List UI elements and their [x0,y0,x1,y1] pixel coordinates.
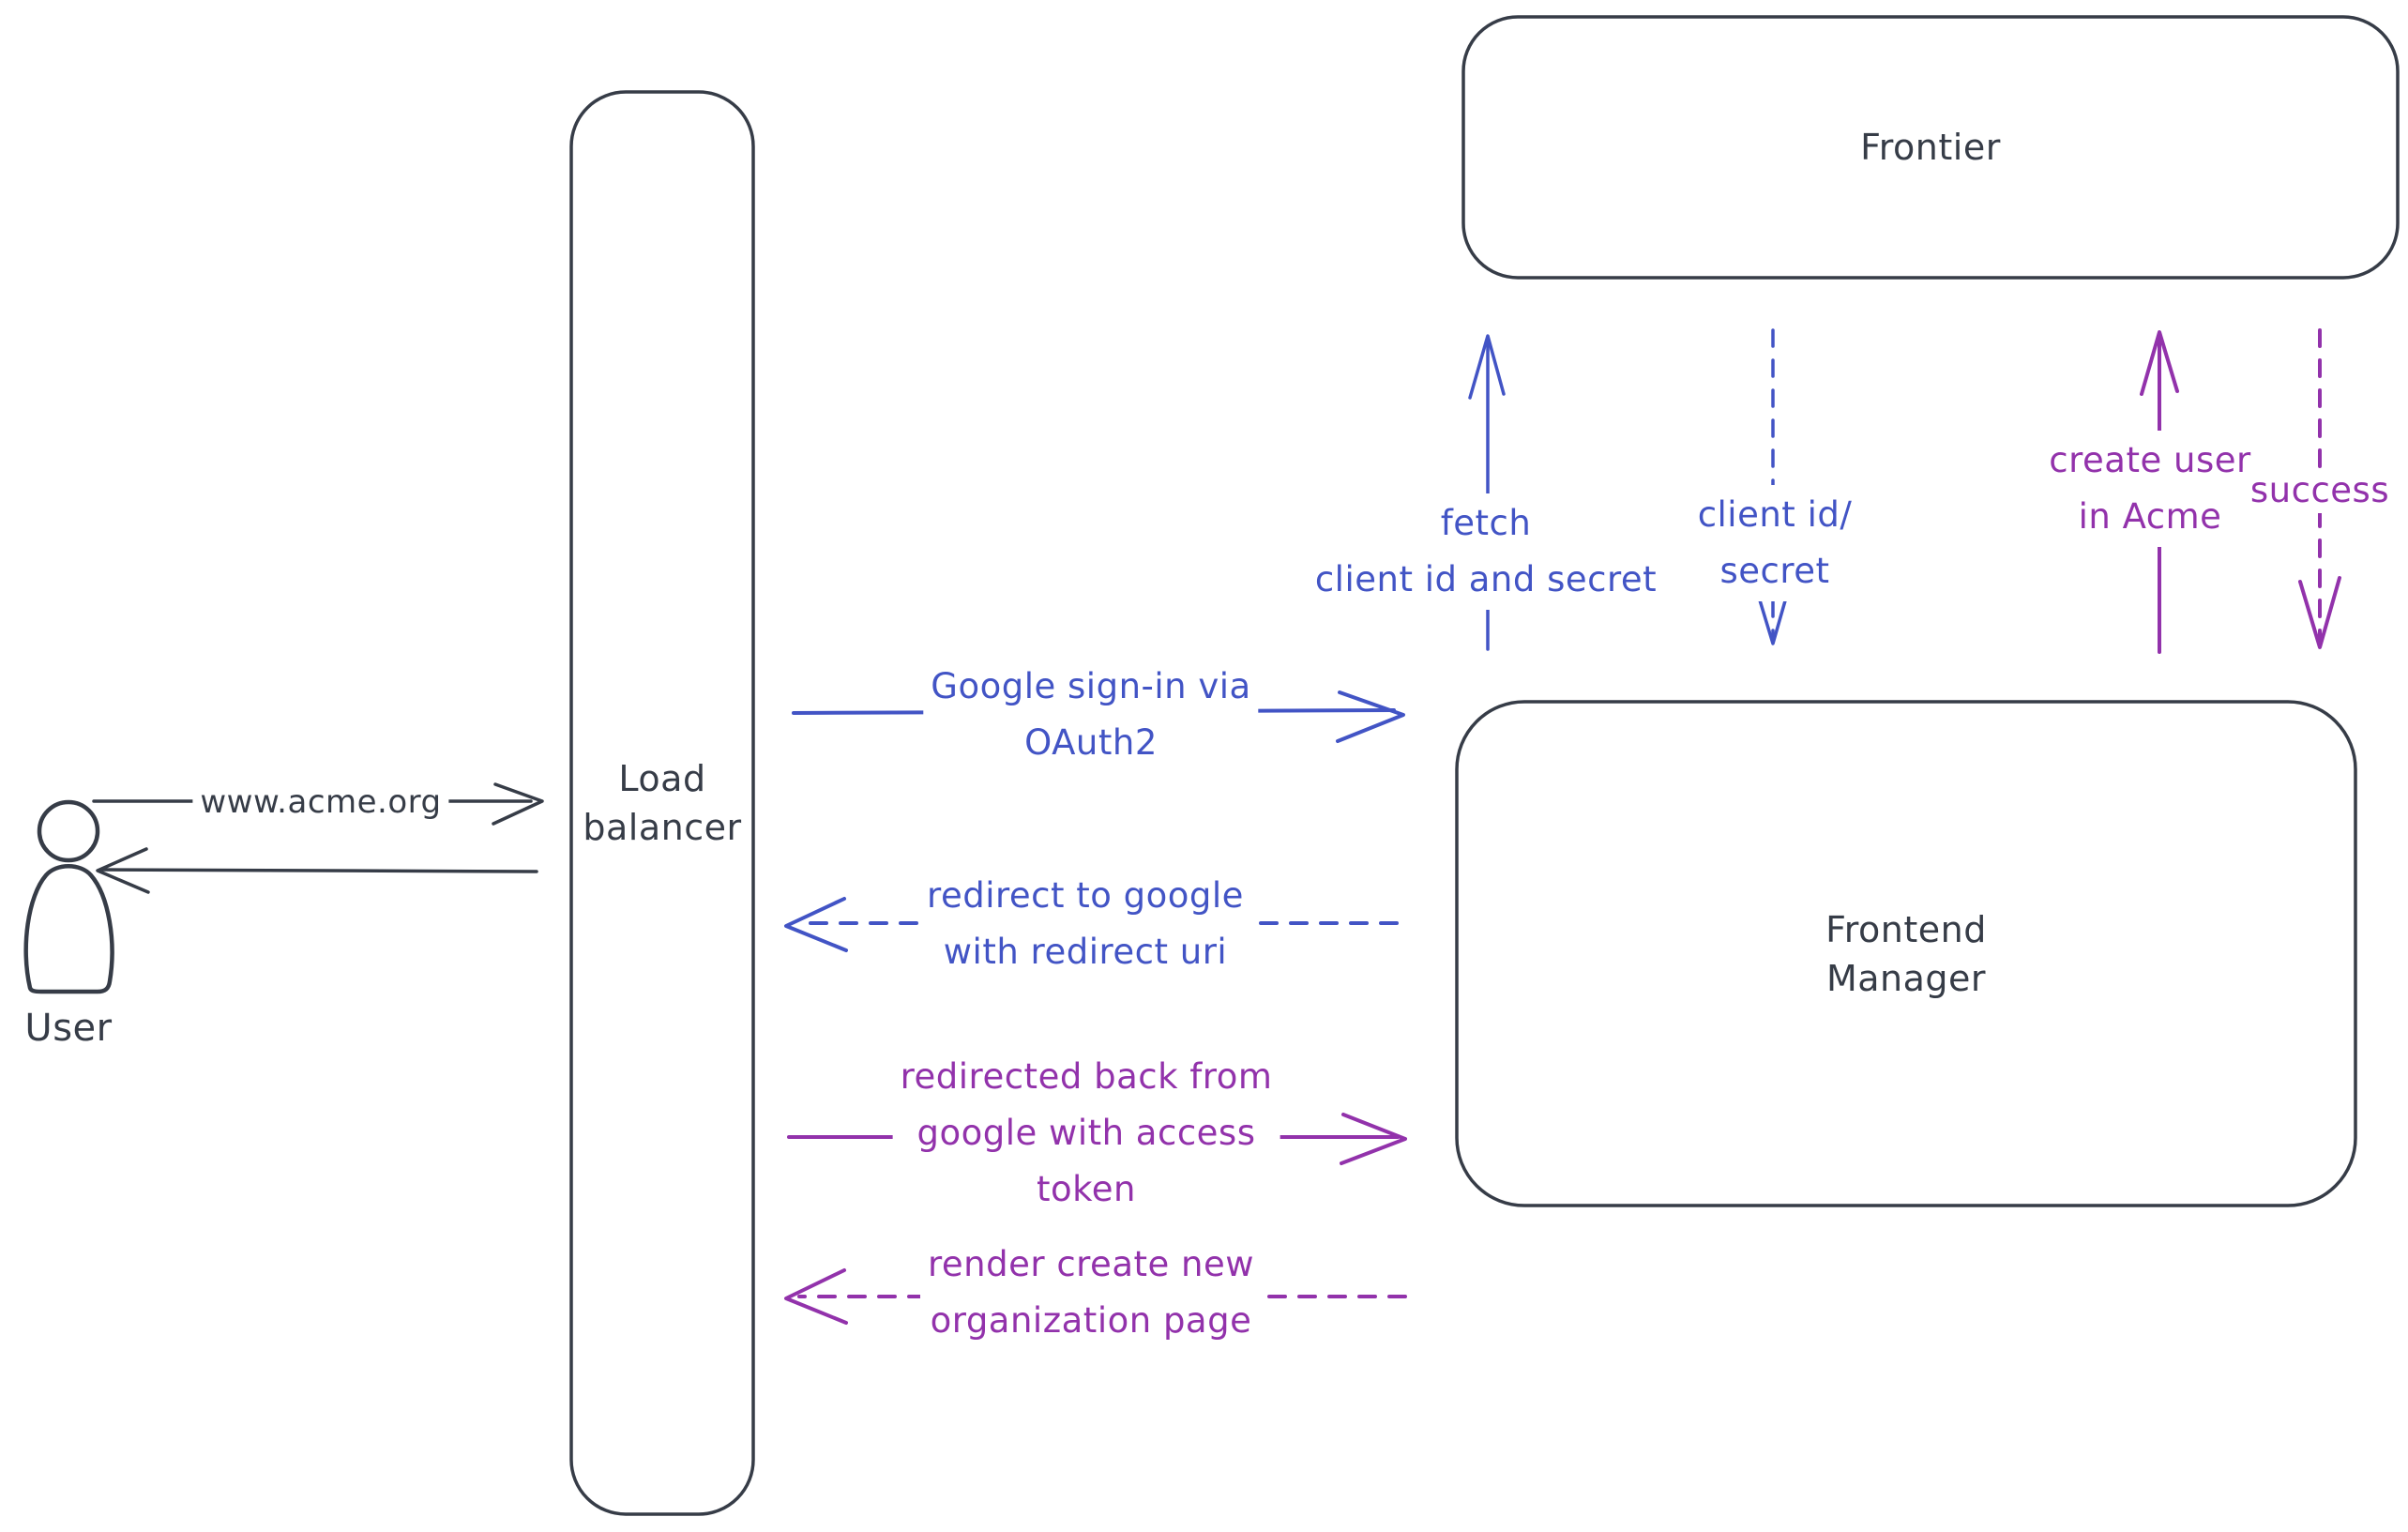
frontend-manager-box [1455,700,2357,1207]
frontier-label-text: Frontier [1860,127,2001,168]
frontier-box [1461,15,2400,280]
frontend-manager-label: Frontend Manager [1457,702,2355,1206]
edge-label-redirected-back-line3: token [1037,1169,1136,1209]
edge-label-create-user-line1: create user [2049,440,2251,480]
frontier-label: Frontier [1463,17,2398,278]
frontend-manager-label-line2: Manager [1825,957,1987,999]
edge-label-redirected-back-line1: redirected back from [900,1056,1273,1097]
edge-label-redirect-google-line1: redirect to google [927,875,1244,916]
edge-label-www-acme: www.acme.org [192,781,449,823]
edge-label-client-id-secret-line2: secret [1719,551,1830,591]
load-balancer-label: Load balancer [571,92,753,1514]
edge-label-redirected-back-line2: google with access [916,1113,1256,1153]
edge-label-google-signin-line2: OAuth2 [1024,722,1158,763]
user-label: User [24,1007,113,1050]
frontend-manager-label-line1: Frontend [1825,908,1987,950]
edge-label-redirect-google-line2: with redirect uri [943,932,1228,972]
edge-label-redirected-back: redirected back from google with access … [892,1047,1280,1220]
user-icon [23,799,114,994]
edge-label-google-signin-line1: Google sign-in via [931,666,1251,706]
edge-label-fetch-secret-line2: client id and secret [1314,559,1658,599]
edge-label-fetch-secret-line1: fetch [1440,503,1532,543]
edge-label-fetch-secret: fetch client id and secret [1307,493,1665,610]
edge-label-render-org-page-line1: render create new [927,1244,1255,1284]
edge-label-create-user: create user in Acme [2041,431,2259,547]
edge-label-render-org-page-line2: organization page [930,1300,1252,1341]
edge-label-client-id-secret: client id/ secret [1689,485,1860,601]
load-balancer-box [569,90,755,1516]
load-balancer-label-line1: Load [618,758,706,799]
load-balancer-label-line2: balancer [583,807,742,848]
edge-label-google-signin: Google sign-in via OAuth2 [923,657,1259,773]
edge-label-client-id-secret-line1: client id/ [1697,494,1853,535]
edge-label-render-org-page: render create new organization page [919,1235,1263,1351]
arrow-lb-return [96,847,538,894]
edge-label-create-user-line2: in Acme [2078,496,2222,537]
edge-label-success: success [2242,468,2398,513]
edge-label-redirect-google: redirect to google with redirect uri [919,866,1251,982]
